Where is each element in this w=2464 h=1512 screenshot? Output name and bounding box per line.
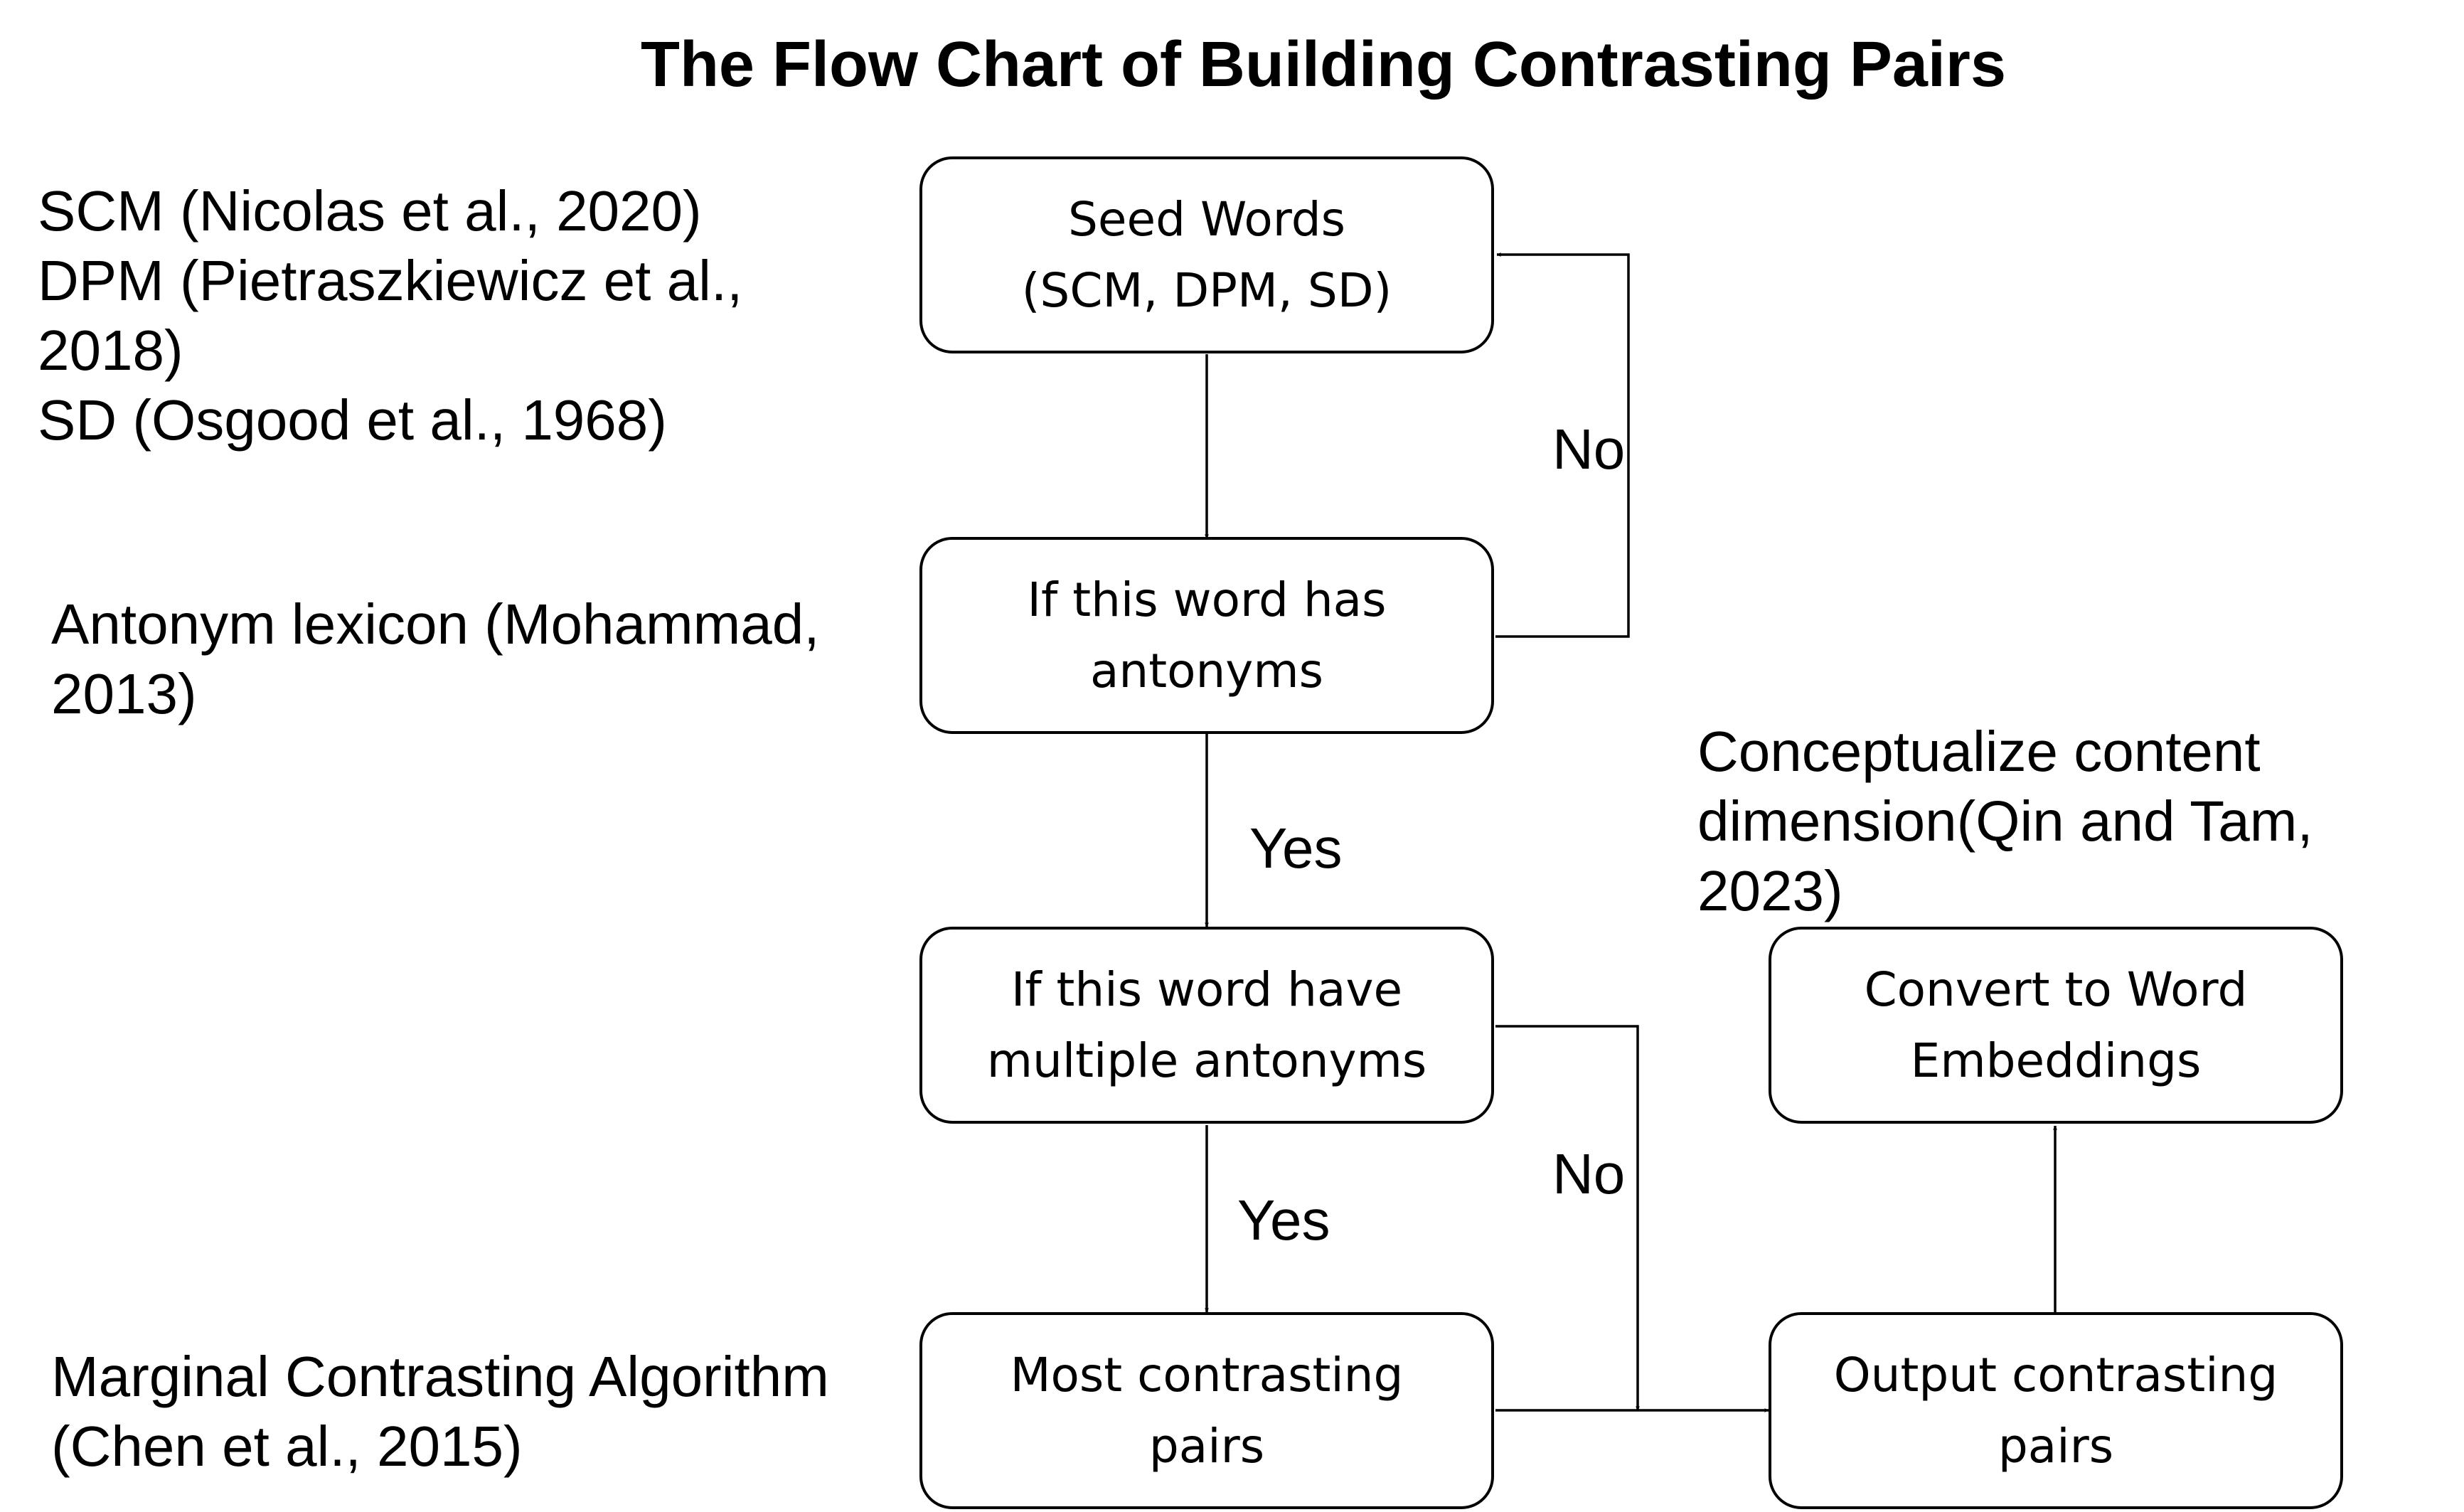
annotation-antonym-lexicon: Antonym lexicon (Mohammad, 2013) (51, 592, 820, 725)
node-output-contrasting-pairs-text: Output contrasting pairs (1833, 1347, 2278, 1474)
edge-label-no-loop: No (1552, 417, 1626, 481)
annotation-seed-sources: SCM (Nicolas et al., 2020) DPM (Pietrasz… (38, 179, 743, 452)
node-has-antonyms-text: If this word has antonyms (1027, 572, 1387, 698)
arrow-no-multiple-to-output (1495, 1025, 1640, 1411)
node-seed-words-text: Seed Words (SCM, DPM, SD) (1021, 191, 1392, 318)
node-convert-embeddings: Convert to Word Embeddings (1769, 927, 2343, 1124)
node-output-contrasting-pairs: Output contrasting pairs (1769, 1312, 2343, 1509)
arrow-no-loop-back-to-seed (1495, 252, 1630, 638)
edge-label-yes-first: Yes (1249, 816, 1343, 880)
node-seed-words: Seed Words (SCM, DPM, SD) (919, 156, 1494, 353)
node-has-antonyms: If this word has antonyms (919, 537, 1494, 734)
edge-label-no-second: No (1552, 1142, 1626, 1205)
node-multiple-antonyms-text: If this word have multiple antonyms (986, 962, 1427, 1088)
node-multiple-antonyms: If this word have multiple antonyms (919, 927, 1494, 1124)
node-most-contrasting-pairs-text: Most contrasting pairs (1010, 1347, 1404, 1474)
node-convert-embeddings-text: Convert to Word Embeddings (1864, 962, 2248, 1088)
chart-title: The Flow Chart of Building Contrasting P… (640, 29, 2006, 100)
annotation-marginal-algorithm: Marginal Contrasting Algorithm (Chen et … (51, 1345, 829, 1478)
node-most-contrasting-pairs: Most contrasting pairs (919, 1312, 1494, 1509)
annotation-conceptualize: Conceptualize content dimension(Qin and … (1697, 720, 2313, 922)
edge-label-yes-second: Yes (1237, 1188, 1330, 1252)
